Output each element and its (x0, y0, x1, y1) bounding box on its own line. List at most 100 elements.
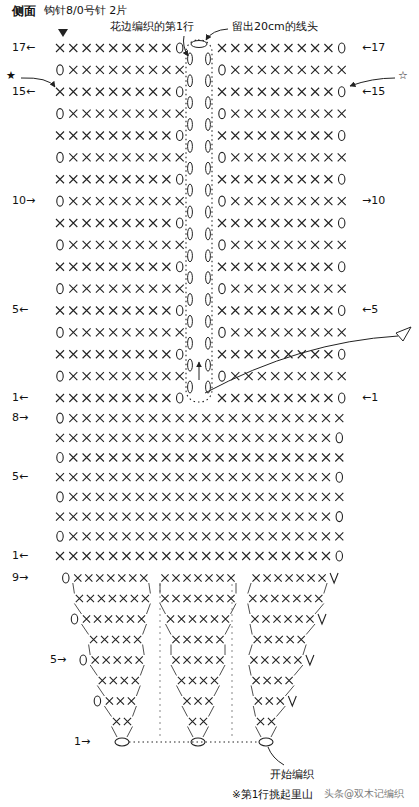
single-crochet-symbol (231, 350, 239, 358)
single-crochet-symbol (162, 454, 170, 462)
single-crochet-symbol (56, 473, 64, 481)
edging-note: 花边编织的第1行 (110, 20, 194, 34)
single-crochet-symbol (69, 473, 77, 481)
increase-symbol (318, 614, 326, 624)
single-crochet-symbol (116, 615, 123, 622)
single-crochet-symbol (245, 132, 253, 140)
single-crochet-symbol (136, 110, 144, 118)
single-crochet-symbol (149, 513, 157, 521)
chain-symbol (188, 119, 193, 131)
single-crochet-symbol (136, 328, 144, 336)
single-crochet-symbol (324, 66, 332, 74)
single-crochet-symbol (277, 697, 284, 704)
edging-outline (186, 40, 212, 402)
single-crochet-symbol (189, 414, 197, 422)
single-crochet-symbol (109, 493, 117, 501)
single-crochet-symbol (265, 636, 272, 643)
chain-symbol (188, 206, 193, 218)
chain-symbol (57, 196, 63, 206)
single-crochet-symbol (69, 350, 77, 358)
single-crochet-symbol (162, 132, 170, 140)
chain-symbol (177, 87, 183, 97)
chain-symbol (188, 97, 193, 109)
chain-symbol (336, 472, 342, 482)
single-crochet-symbol (178, 677, 185, 684)
single-crochet-symbol (161, 595, 168, 602)
single-crochet-symbol (271, 241, 279, 249)
chain-symbol (71, 614, 77, 624)
single-crochet-symbol (285, 285, 293, 293)
single-crochet-symbol (56, 552, 64, 560)
single-crochet-symbol (242, 513, 250, 521)
single-crochet-symbol (218, 132, 226, 140)
chain-symbol (188, 294, 193, 306)
single-crochet-symbol (258, 153, 266, 161)
single-crochet-symbol (271, 110, 279, 118)
single-crochet-symbol (245, 328, 253, 336)
single-crochet-symbol (109, 153, 117, 161)
single-crochet-symbol (211, 615, 218, 622)
single-crochet-symbol (286, 574, 293, 581)
single-crochet-symbol (256, 493, 264, 501)
single-crochet-symbol (269, 552, 277, 560)
single-crochet-symbol (258, 132, 266, 140)
single-crochet-symbol (295, 454, 303, 462)
single-crochet-symbol (298, 219, 306, 227)
single-crochet-symbol (149, 532, 157, 540)
increase-line (112, 727, 118, 738)
increase-line (209, 706, 215, 717)
single-crochet-symbol (324, 328, 332, 336)
chain-symbol (191, 41, 207, 48)
single-crochet-symbol (96, 66, 104, 74)
single-crochet-symbol (285, 110, 293, 118)
single-crochet-symbol (298, 307, 306, 315)
single-crochet-symbol (294, 656, 301, 663)
chain-symbol (188, 162, 193, 174)
single-crochet-symbol (162, 219, 170, 227)
single-crochet-symbol (324, 307, 332, 315)
single-crochet-symbol (96, 552, 104, 560)
single-crochet-symbol (123, 66, 131, 74)
single-crochet-symbol (275, 574, 282, 581)
single-crochet-symbol (109, 394, 117, 402)
single-crochet-symbol (282, 532, 290, 540)
single-crochet-symbol (322, 552, 330, 560)
single-crochet-symbol (295, 493, 303, 501)
single-crochet-symbol (284, 615, 291, 622)
single-crochet-symbol (149, 110, 157, 118)
increase-line (220, 665, 226, 676)
single-crochet-symbol (161, 574, 168, 581)
single-crochet-symbol (189, 552, 197, 560)
increase-line (182, 706, 188, 717)
single-crochet-symbol (136, 656, 143, 663)
single-crochet-symbol (287, 636, 294, 643)
single-crochet-symbol (183, 574, 190, 581)
single-crochet-symbol (256, 532, 264, 540)
single-crochet-symbol (176, 153, 184, 161)
increase-line (251, 686, 253, 697)
footnote: ※第1行挑起里山 (232, 787, 313, 801)
single-crochet-symbol (311, 263, 319, 271)
single-crochet-symbol (176, 493, 184, 501)
single-crochet-symbol (338, 372, 346, 380)
single-crochet-symbol (176, 285, 184, 293)
single-crochet-symbol (256, 552, 264, 560)
single-crochet-symbol (258, 175, 266, 183)
single-crochet-symbol (282, 454, 290, 462)
single-crochet-symbol (271, 350, 279, 358)
single-crochet-symbol (245, 350, 253, 358)
single-crochet-symbol (309, 473, 317, 481)
row-number: 5→ (50, 653, 66, 667)
single-crochet-symbol (136, 473, 144, 481)
single-crochet-symbol (231, 285, 239, 293)
single-crochet-symbol (162, 473, 170, 481)
chain-symbol (57, 413, 63, 423)
single-crochet-symbol (162, 241, 170, 249)
single-crochet-symbol (324, 241, 332, 249)
single-crochet-symbol (271, 372, 279, 380)
single-crochet-symbol (269, 414, 277, 422)
increase-symbol (330, 573, 338, 583)
leader-line (268, 747, 284, 765)
single-crochet-symbol (149, 66, 157, 74)
single-crochet-symbol (103, 656, 110, 663)
